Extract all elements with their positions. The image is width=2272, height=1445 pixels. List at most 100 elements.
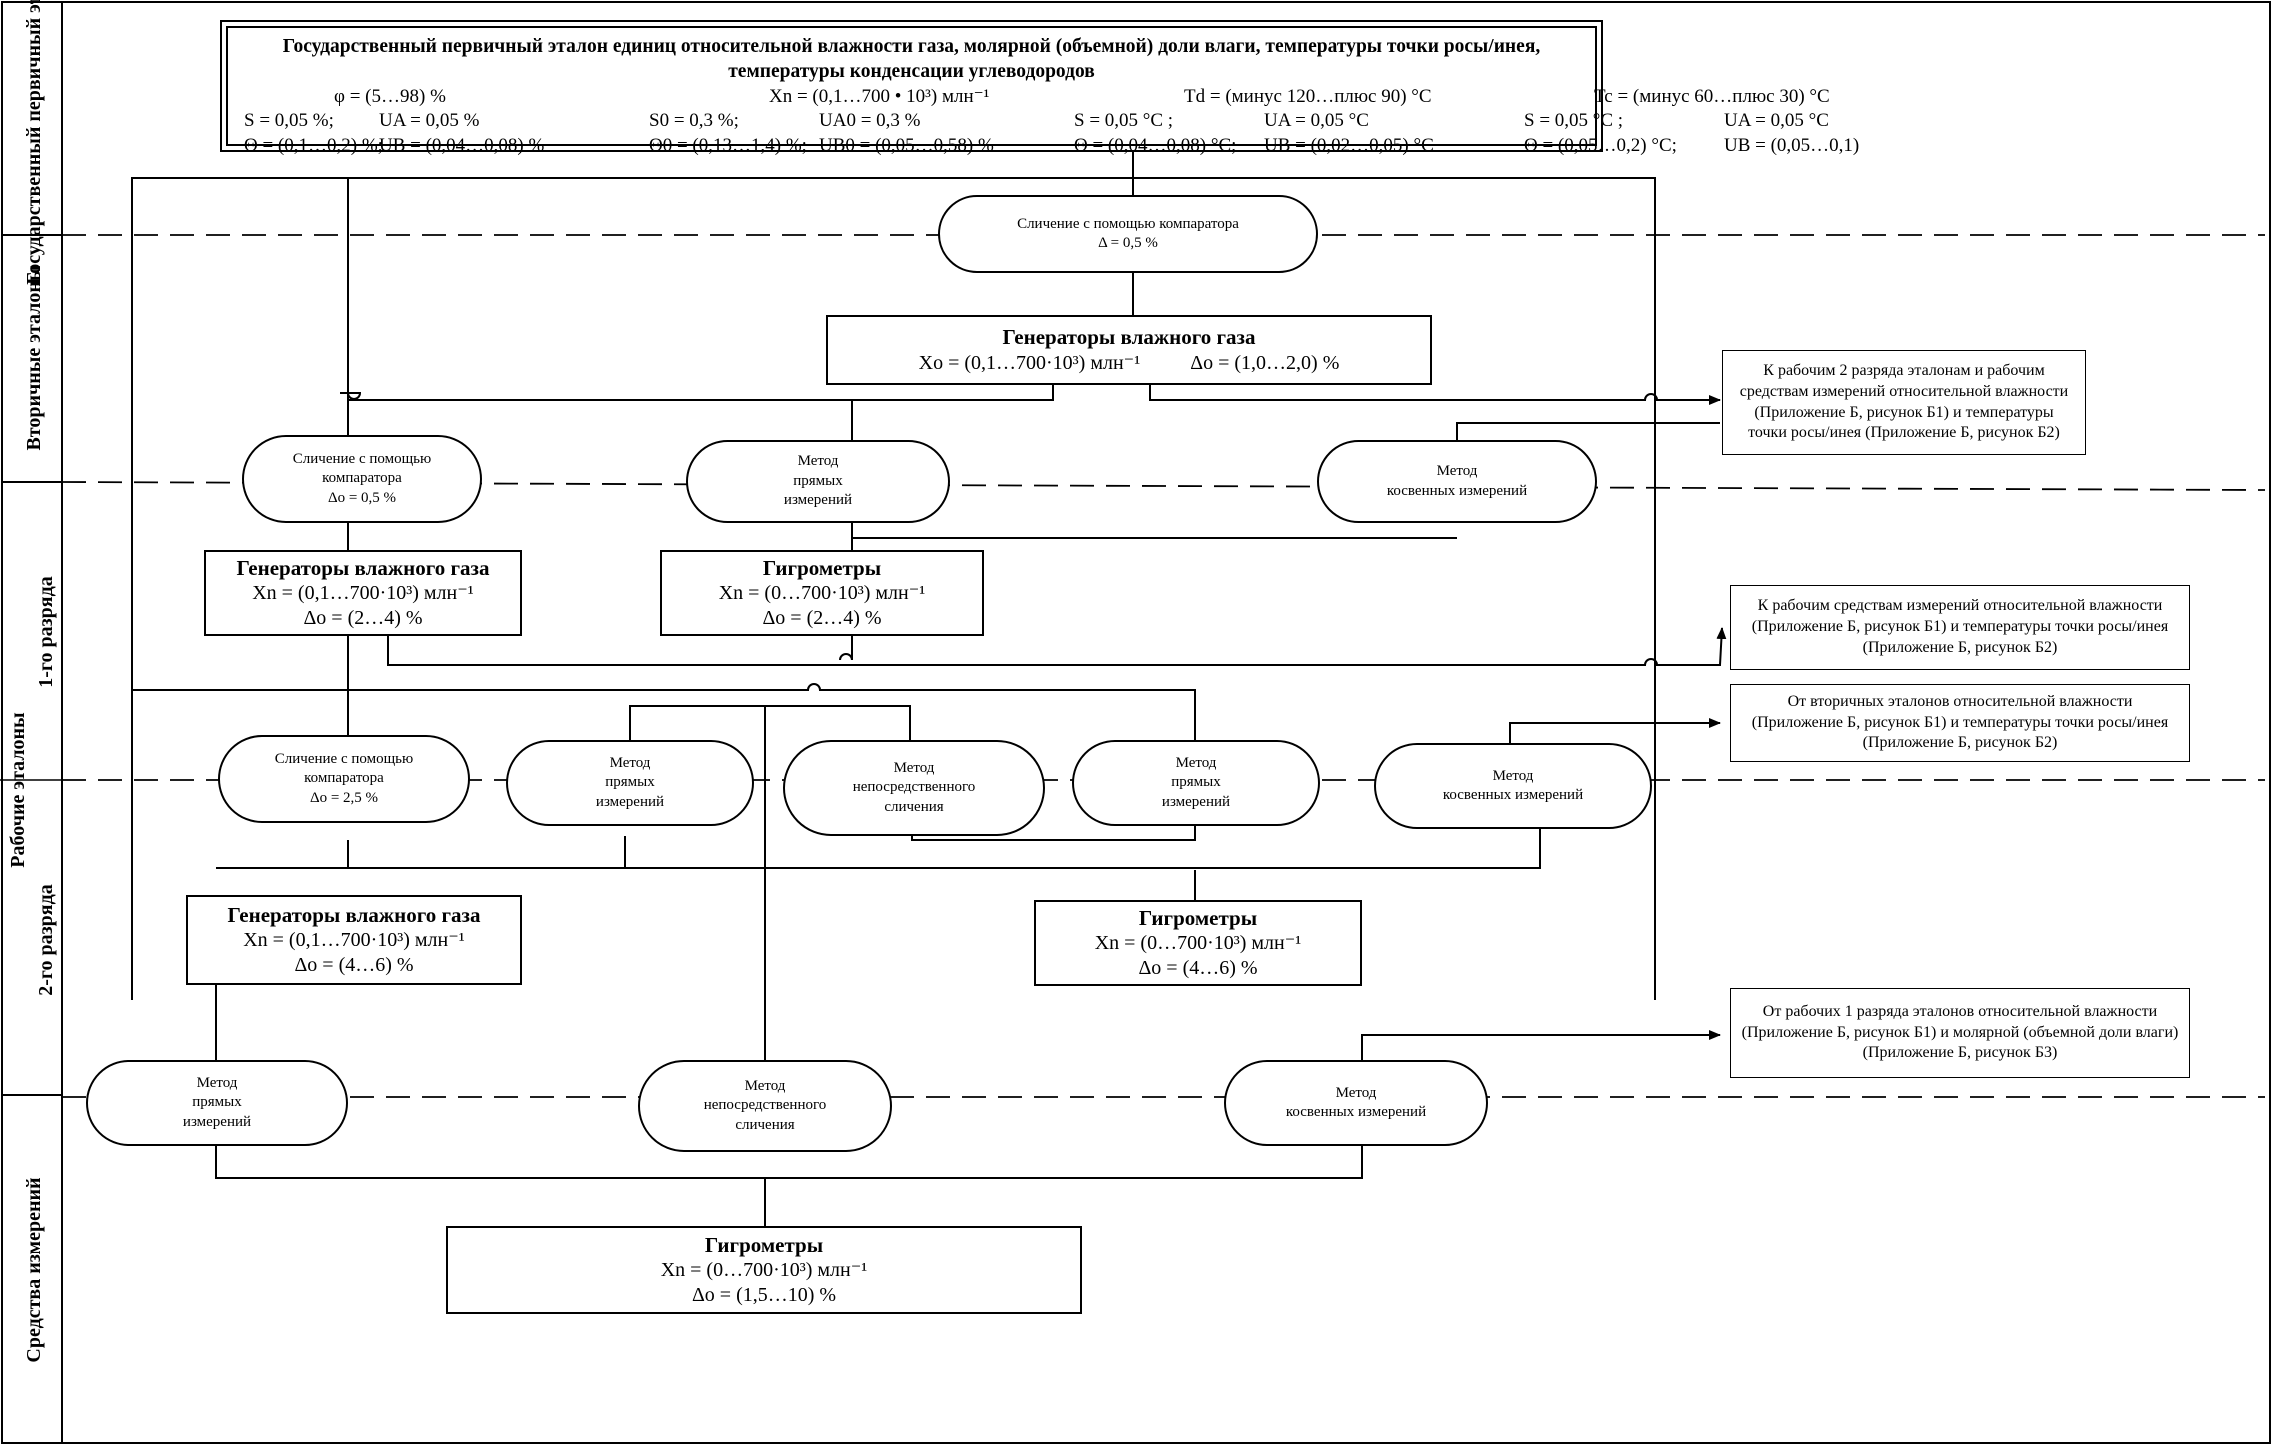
cell: UA = 0,05 %	[379, 110, 480, 132]
section-label-secondary: Вторичные эталоны	[23, 265, 45, 451]
section-label-working: Рабочие эталоны	[7, 712, 29, 868]
box-line: Xn = (0,1…700·10³) млн⁻¹	[252, 582, 474, 605]
oval-line: Метод	[1436, 463, 1478, 479]
primary-row-theta: Θ = (0,1…0,2) %; UB = (0,04…0,08) % Θ0 =…	[244, 134, 1859, 159]
cell: UA = 0,05 °C	[1724, 110, 1829, 132]
cell: UB = (0,04…0,08) %	[379, 135, 545, 157]
method-direct-rank2-b: Метод прямых измерений	[1072, 740, 1320, 826]
section-label-primary: Государственный первичный эталон	[23, 0, 45, 285]
method-comparator-rank2: Сличение с помощью компаратора Δo = 2,5 …	[218, 735, 470, 823]
oval-line: Метод	[797, 453, 839, 470]
range-tc: Tc = (минус 60…плюс 30) °C	[1594, 85, 1830, 107]
method-indirect-rank2: Метод косвенных измерений	[1374, 743, 1652, 829]
oval-line: Метод	[1335, 1084, 1377, 1101]
box-title: Генераторы влажного газа	[1002, 325, 1256, 350]
primary-standard-title: Государственный первичный эталон единиц …	[282, 36, 1541, 83]
oval-line: прямых	[605, 774, 655, 791]
method-immediate-rank2: Метод непосредственного сличения	[783, 740, 1045, 836]
oval-line: Сличение с помощью	[292, 450, 432, 467]
box-line: Xn = (0…700·10³) млн⁻¹	[1094, 932, 1302, 955]
oval-line: Метод	[744, 1077, 786, 1094]
method-indirect-rank1: Метод косвенных измерений	[1317, 440, 1597, 523]
oval-line: Сличение с помощью	[274, 750, 414, 767]
cell: UB = (0,02…0,05) °C	[1264, 135, 1434, 157]
oval-line: косвенных измерений	[1285, 1104, 1427, 1120]
range-xn: Xn = (0,1…700 • 10³) млн⁻¹	[769, 85, 990, 107]
cell: Θ0 = (0,13…1,4) %;	[649, 135, 807, 157]
method-immediate-instruments: Метод непосредственного сличения	[638, 1060, 892, 1152]
box-line: Δo = (2…4) %	[303, 607, 423, 630]
cell: UA = 0,05 °C	[1264, 110, 1369, 132]
oval-line: прямых	[192, 1094, 242, 1111]
oval-line: Δo = 0,5 %	[327, 489, 397, 506]
method-direct-rank1: Метод прямых измерений	[686, 440, 950, 523]
method-comparator-top: Сличение с помощью компаратора Δ = 0,5 %	[938, 195, 1318, 273]
box-title: Гигрометры	[762, 555, 882, 580]
cell: Θ = (0,04…0,08) °C;	[1074, 135, 1237, 157]
rank2-generators-box: Генераторы влажного газа Xn = (0,1…700·1…	[186, 895, 522, 985]
cell: S = 0,05 %;	[244, 110, 334, 132]
oval-line: измерений	[1161, 793, 1231, 810]
method-comparator-rank1: Сличение с помощью компаратора Δo = 0,5 …	[242, 435, 482, 523]
oval-line: сличения	[735, 1116, 795, 1133]
box-title: Генераторы влажного газа	[227, 902, 481, 927]
cell: Θ = (0,1…0,2) %;	[244, 135, 383, 157]
rank2-hygrometers-box: Гигрометры Xn = (0…700·10³) млн⁻¹ Δo = (…	[1034, 900, 1362, 986]
box-line: Δo = (1,5…10) %	[691, 1284, 837, 1307]
section-label-rank1: 1-го разряда	[35, 576, 57, 688]
primary-row-s: S = 0,05 %; UA = 0,05 % S0 = 0,3 %; UA0 …	[244, 109, 1829, 134]
box-line: Xo = (0,1…700·10³) млн⁻¹ Δo = (1,0…2,0) …	[918, 351, 1340, 374]
primary-standard-box: Государственный первичный эталон единиц …	[220, 20, 1859, 156]
oval-line: Δ = 0,5 %	[1098, 235, 1158, 251]
cell: Θ = (0,05…0,2) °C;	[1524, 135, 1677, 157]
oval-line: непосредственного	[703, 1097, 827, 1114]
box-line: Xn = (0…700·10³) млн⁻¹	[660, 1259, 868, 1282]
range-phi: φ = (5…98) %	[334, 85, 446, 107]
primary-ranges: φ = (5…98) % Xn = (0,1…700 • 10³) млн⁻¹ …	[244, 85, 1830, 110]
oval-line: прямых	[793, 472, 843, 489]
oval-line: компаратора	[304, 770, 384, 787]
box-title: Генераторы влажного газа	[236, 555, 490, 580]
cell: S = 0,05 °C ;	[1524, 110, 1624, 132]
oval-line: компаратора	[322, 470, 402, 487]
oval-line: сличения	[884, 798, 944, 815]
oval-line: Метод	[196, 1074, 238, 1091]
oval-line: непосредственного	[852, 779, 976, 796]
secondary-generators-box: Генераторы влажного газа Xo = (0,1…700·1…	[826, 315, 1432, 385]
section-label-rank2: 2-го разряда	[35, 884, 57, 996]
cell: UA0 = 0,3 %	[819, 110, 921, 132]
oval-line: прямых	[1171, 774, 1221, 791]
rank1-hygrometers-box: Гигрометры Xn = (0…700·10³) млн⁻¹ Δo = (…	[660, 550, 984, 636]
box-line: Xn = (0,1…700·10³) млн⁻¹	[243, 929, 465, 952]
box-line: Δo = (4…6) %	[294, 954, 414, 977]
method-direct-rank2-a: Метод прямых измерений	[506, 740, 754, 826]
oval-line: косвенных измерений	[1442, 787, 1584, 803]
rank1-generators-box: Генераторы влажного газа Xn = (0,1…700·1…	[204, 550, 522, 636]
oval-line: измерений	[783, 492, 853, 509]
oval-line: косвенных измерений	[1386, 482, 1528, 499]
oval-line: Метод	[1492, 767, 1534, 784]
cell: UB = (0,05…0,1)	[1724, 135, 1860, 157]
oval-line: измерений	[595, 793, 665, 810]
cell: S0 = 0,3 %;	[649, 110, 739, 132]
cell: S = 0,05 °C ;	[1074, 110, 1174, 132]
note-from-rank1: От рабочих 1 разряда эталонов относитель…	[1730, 988, 2190, 1078]
note-to-instruments: К рабочим средствам измерений относитель…	[1730, 585, 2190, 670]
oval-line: измерений	[182, 1113, 252, 1130]
instruments-hygrometers-box: Гигрометры Xn = (0…700·10³) млн⁻¹ Δo = (…	[446, 1226, 1082, 1314]
oval-line: Метод	[893, 759, 935, 776]
box-title: Гигрометры	[704, 1232, 824, 1257]
box-line: Xn = (0…700·10³) млн⁻¹	[718, 582, 926, 605]
note-to-rank2: К рабочим 2 разряда эталонам и рабочим с…	[1722, 350, 2086, 455]
oval-line: Δo = 2,5 %	[309, 789, 379, 806]
box-line: Δo = (2…4) %	[762, 607, 882, 630]
section-label-instruments: Средства измерений	[23, 1177, 45, 1363]
oval-line: Сличение с помощью компаратора	[1017, 215, 1239, 232]
method-direct-instruments: Метод прямых измерений	[86, 1060, 348, 1146]
oval-line: Метод	[609, 754, 651, 771]
box-line: Δo = (4…6) %	[1138, 957, 1258, 980]
cell: UB0 = (0,05…0,58) %	[819, 135, 994, 157]
oval-line: Метод	[1175, 754, 1217, 771]
box-title: Гигрометры	[1138, 905, 1258, 930]
